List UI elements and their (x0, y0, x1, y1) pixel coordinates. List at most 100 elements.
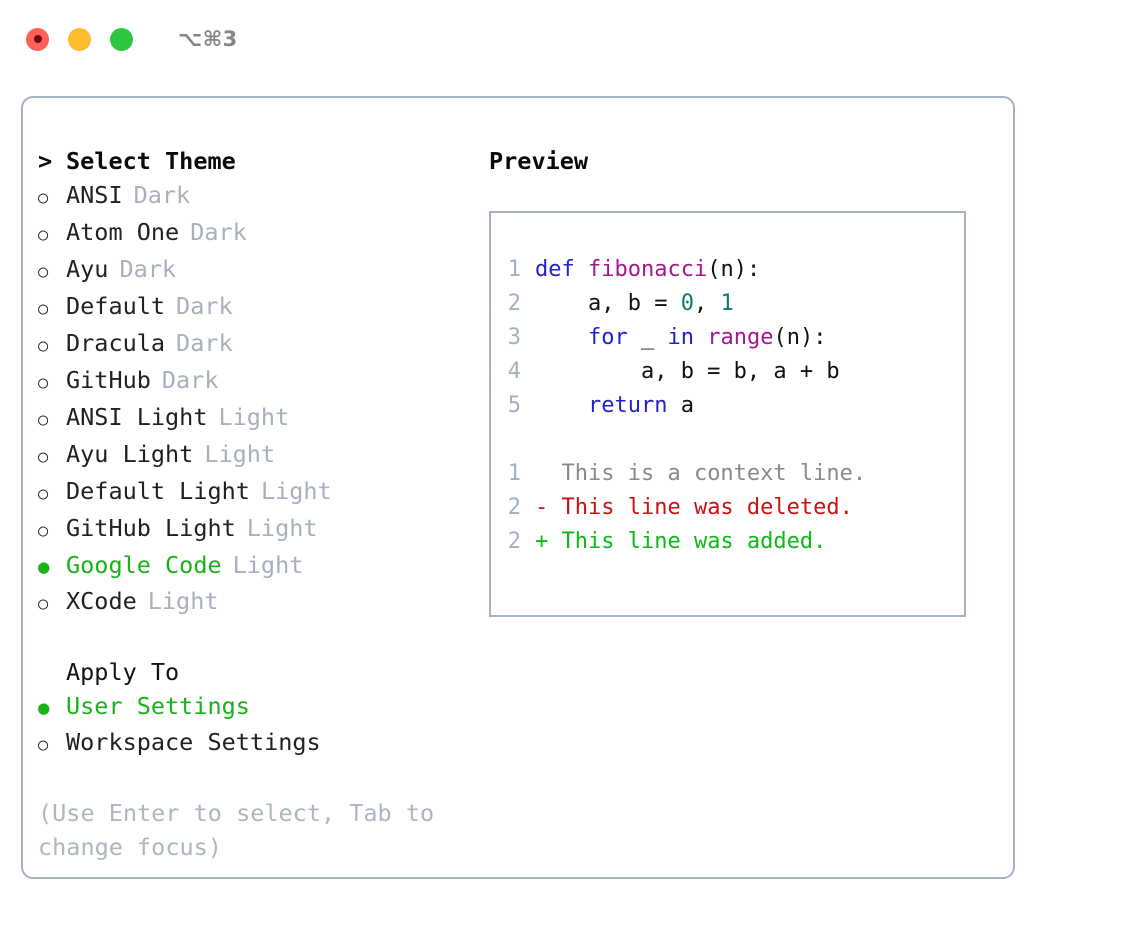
code-line: 5 return a (491, 389, 964, 423)
minimize-window-button[interactable] (68, 27, 91, 51)
preview-spacer (491, 423, 964, 457)
code-token-plain: _ (627, 325, 668, 350)
keyboard-hint: (Use Enter to select, Tab to change focu… (38, 799, 449, 861)
code-line-number: 1 (507, 257, 521, 282)
apply-to-section: Apply To ●User Settings○Workspace Settin… (38, 655, 488, 762)
radio-unselected-icon: ○ (38, 299, 49, 319)
diff-line-content: This is a context line. (535, 457, 866, 491)
theme-option-google-code[interactable]: ● Google Code Light (38, 548, 488, 584)
diff-line-content: + This line was added. (535, 525, 826, 559)
radio-unselected-icon: ○ (38, 262, 49, 282)
code-token-num: 0 (680, 291, 694, 316)
code-line: 4 a, b = b, a + b (491, 355, 964, 389)
preview-title: Preview (489, 147, 589, 175)
theme-option-variant: Dark (133, 181, 191, 209)
code-token-kw: def (535, 257, 588, 282)
code-line: 2 a, b = 0, 1 (491, 287, 964, 321)
select-theme-header: > Select Theme (38, 144, 488, 178)
theme-option-label: ANSI Light (66, 403, 208, 431)
code-line-content: a, b = b, a + b (535, 355, 840, 389)
radio-unselected-icon: ○ (38, 521, 49, 541)
theme-option-variant: Light (232, 551, 304, 579)
theme-option-variant: Dark (119, 255, 177, 283)
theme-option-label: Default Light (66, 477, 250, 505)
theme-option-ayu[interactable]: ○ Ayu Dark (38, 252, 488, 289)
radio-unselected-icon: ○ (38, 336, 49, 356)
diff-text: This line was deleted. (548, 495, 853, 520)
code-token-num: 1 (720, 291, 734, 316)
theme-option-label: Dracula (66, 329, 166, 357)
code-token-plain (535, 393, 588, 418)
diff-text: This is a context line. (548, 461, 867, 486)
theme-option-label: ANSI (66, 181, 123, 209)
radio-unselected-icon: ○ (38, 225, 49, 245)
maximize-window-button[interactable] (110, 27, 133, 51)
focus-caret-icon: > (38, 147, 53, 175)
code-line-content: return a (535, 389, 694, 423)
code-line-content: def fibonacci(n): (535, 253, 760, 287)
radio-unselected-icon: ○ (38, 484, 49, 504)
code-line-content: a, b = 0, 1 (535, 287, 734, 321)
select-theme-label: Select Theme (66, 147, 236, 175)
code-token-fn: range (707, 325, 774, 350)
code-token-kw: return (587, 393, 668, 418)
diff-line-number: 2 (507, 495, 521, 520)
diff-sign (535, 461, 548, 486)
code-token-plain: (n): (773, 325, 827, 350)
code-line: 1 def fibonacci(n): (491, 253, 964, 287)
code-token-kw: for (587, 325, 628, 350)
diff-line-del: 2- This line was deleted. (491, 491, 964, 525)
radio-unselected-icon: ○ (38, 373, 49, 393)
apply-to-list: ●User Settings○Workspace Settings (38, 689, 488, 762)
theme-option-variant: Light (246, 514, 318, 542)
apply-to-title: Apply To (66, 658, 180, 686)
code-token-plain (694, 325, 707, 350)
apply-to-option-user-settings[interactable]: ●User Settings (38, 689, 488, 725)
titlebar: ⌥⌘3 (0, 0, 1140, 78)
code-line-number: 2 (507, 291, 521, 316)
theme-option-label: Google Code (66, 551, 222, 579)
apply-to-option-label: Workspace Settings (66, 728, 321, 756)
radio-selected-icon: ● (38, 556, 50, 578)
diff-line-number: 1 (507, 461, 521, 486)
apply-to-option-workspace-settings[interactable]: ○Workspace Settings (38, 725, 488, 762)
traffic-lights (26, 27, 133, 51)
code-line-content: for _ in range(n): (535, 321, 826, 355)
diff-line-number: 2 (507, 529, 521, 554)
theme-option-variant: Dark (161, 366, 219, 394)
theme-option-label: Default (66, 292, 166, 320)
theme-option-label: GitHub Light (66, 514, 236, 542)
radio-unselected-icon: ○ (38, 410, 49, 430)
diff-text: This line was added. (548, 529, 827, 554)
code-token-kw: in (667, 325, 694, 350)
theme-option-label: Ayu (66, 255, 109, 283)
close-window-button[interactable] (26, 27, 49, 51)
theme-option-variant: Light (218, 403, 290, 431)
theme-option-variant: Light (204, 440, 276, 468)
theme-option-github-light[interactable]: ○ GitHub Light Light (38, 511, 488, 548)
theme-option-label: Ayu Light (66, 440, 194, 468)
theme-option-ansi-light[interactable]: ○ ANSI Light Light (38, 400, 488, 437)
theme-option-label: XCode (66, 587, 137, 615)
theme-option-variant: Light (260, 477, 332, 505)
code-token-plain: a (667, 393, 694, 418)
radio-selected-icon: ● (38, 697, 50, 719)
theme-option-default-light[interactable]: ○ Default Light Light (38, 474, 488, 511)
diff-sign: - (535, 495, 549, 520)
theme-option-label: GitHub (66, 366, 151, 394)
code-line: 3 for _ in range(n): (491, 321, 964, 355)
theme-option-github[interactable]: ○ GitHub Dark (38, 363, 488, 400)
theme-option-variant: Light (147, 587, 219, 615)
